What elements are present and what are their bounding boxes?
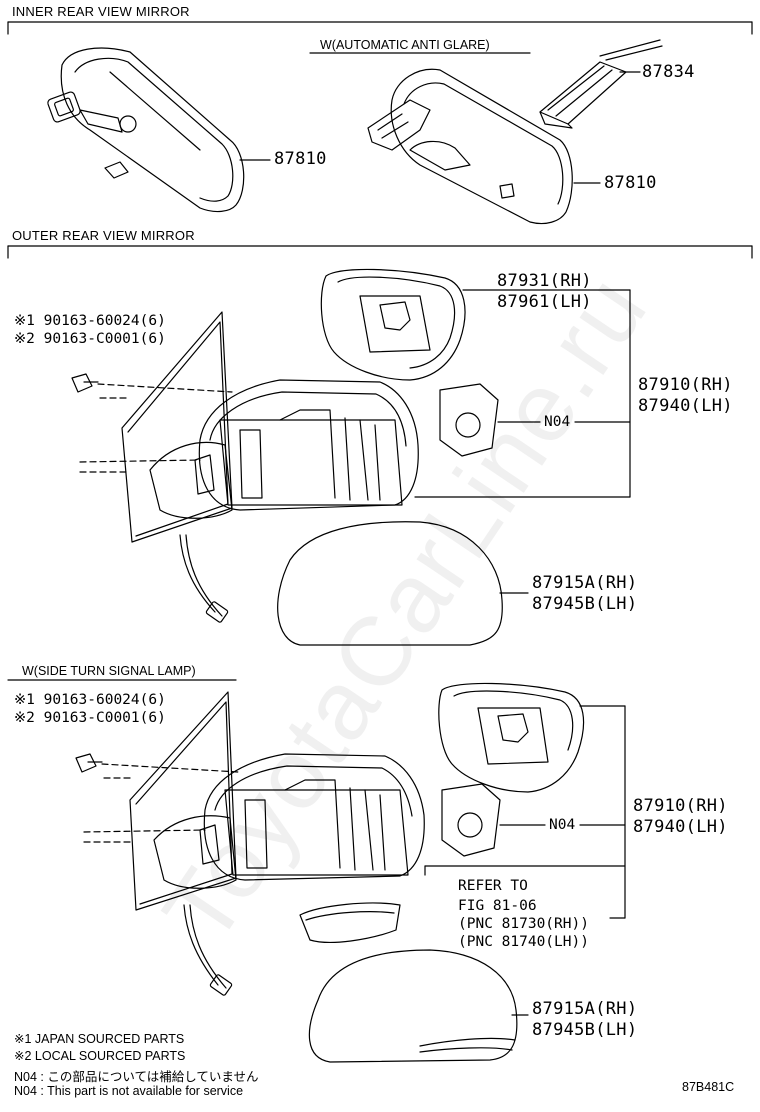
- mirror-cover-upper: [277, 521, 529, 646]
- note-n04-english: N04 : This part is not available for ser…: [14, 1084, 244, 1098]
- inner-section-title: INNER REAR VIEW MIRROR: [12, 4, 190, 19]
- part-87940-lh-upper[interactable]: 87940(LH): [638, 396, 733, 416]
- upper-bracket: [414, 289, 631, 498]
- part-87810-left[interactable]: 87810: [274, 149, 327, 169]
- drawing-code: 87B481C: [682, 1080, 735, 1094]
- part-87910-rh-upper[interactable]: 87910(RH): [638, 375, 733, 395]
- actuator-n04-upper: [439, 383, 541, 457]
- turn-signal-lamp: [299, 902, 401, 943]
- inner-mirror-87810-anti-glare: [367, 68, 601, 225]
- n04-label-upper: N04: [544, 414, 571, 430]
- refer-to-line-1: REFER TO: [458, 878, 528, 894]
- mirror-cover-lower: [308, 949, 529, 1063]
- refer-to-pnc-81730[interactable]: (PNC 81730(RH)): [458, 916, 589, 932]
- refer-to-pnc-81740[interactable]: (PNC 81740(LH)): [458, 934, 589, 950]
- n04-label-lower: N04: [549, 817, 576, 833]
- outer-section-frame: [7, 245, 753, 681]
- bolt-90163-60024-lower[interactable]: ※1 90163-60024(6): [14, 692, 166, 708]
- inner-variant-label: W(AUTOMATIC ANTI GLARE): [320, 38, 490, 52]
- outer-variant-label: W(SIDE TURN SIGNAL LAMP): [22, 664, 196, 678]
- actuator-n04-lower: [441, 783, 546, 857]
- part-87961-lh[interactable]: 87961(LH): [497, 292, 592, 312]
- bolt-90163-c0001-lower[interactable]: ※2 90163-C0001(6): [14, 710, 166, 726]
- bolt-90163-c0001-upper[interactable]: ※2 90163-C0001(6): [14, 331, 166, 347]
- part-87940-lh-lower[interactable]: 87940(LH): [633, 817, 728, 837]
- part-87915a-rh-upper[interactable]: 87915A(RH): [532, 573, 638, 593]
- outer-section-title: OUTER REAR VIEW MIRROR: [12, 228, 195, 243]
- part-87945b-lh-upper[interactable]: 87945B(LH): [532, 594, 638, 614]
- bolt-90163-60024-upper[interactable]: ※1 90163-60024(6): [14, 313, 166, 329]
- note-japan-sourced: ※1 JAPAN SOURCED PARTS: [14, 1032, 185, 1046]
- sensor-87834: [539, 39, 663, 129]
- part-87915a-rh-lower[interactable]: 87915A(RH): [532, 999, 638, 1019]
- outer-mirror-upper: [71, 311, 419, 623]
- mirror-glass-upper: [320, 268, 631, 381]
- note-n04-japanese: N04 : この部品については補給していません: [14, 1070, 259, 1084]
- lower-bracket: [424, 705, 626, 919]
- refer-to-line-2[interactable]: FIG 81-06: [458, 898, 537, 914]
- part-87931-rh[interactable]: 87931(RH): [497, 271, 592, 291]
- inner-section-frame: [7, 21, 753, 54]
- part-87810-right[interactable]: 87810: [604, 173, 657, 193]
- part-87945b-lh-lower[interactable]: 87945B(LH): [532, 1020, 638, 1040]
- outer-mirror-lower: [75, 691, 425, 996]
- part-87910-rh-lower[interactable]: 87910(RH): [633, 796, 728, 816]
- inner-mirror-87810-standard: [47, 47, 271, 213]
- mirror-glass-lower: [438, 682, 626, 793]
- note-local-sourced: ※2 LOCAL SOURCED PARTS: [14, 1049, 186, 1063]
- part-87834[interactable]: 87834: [642, 62, 695, 82]
